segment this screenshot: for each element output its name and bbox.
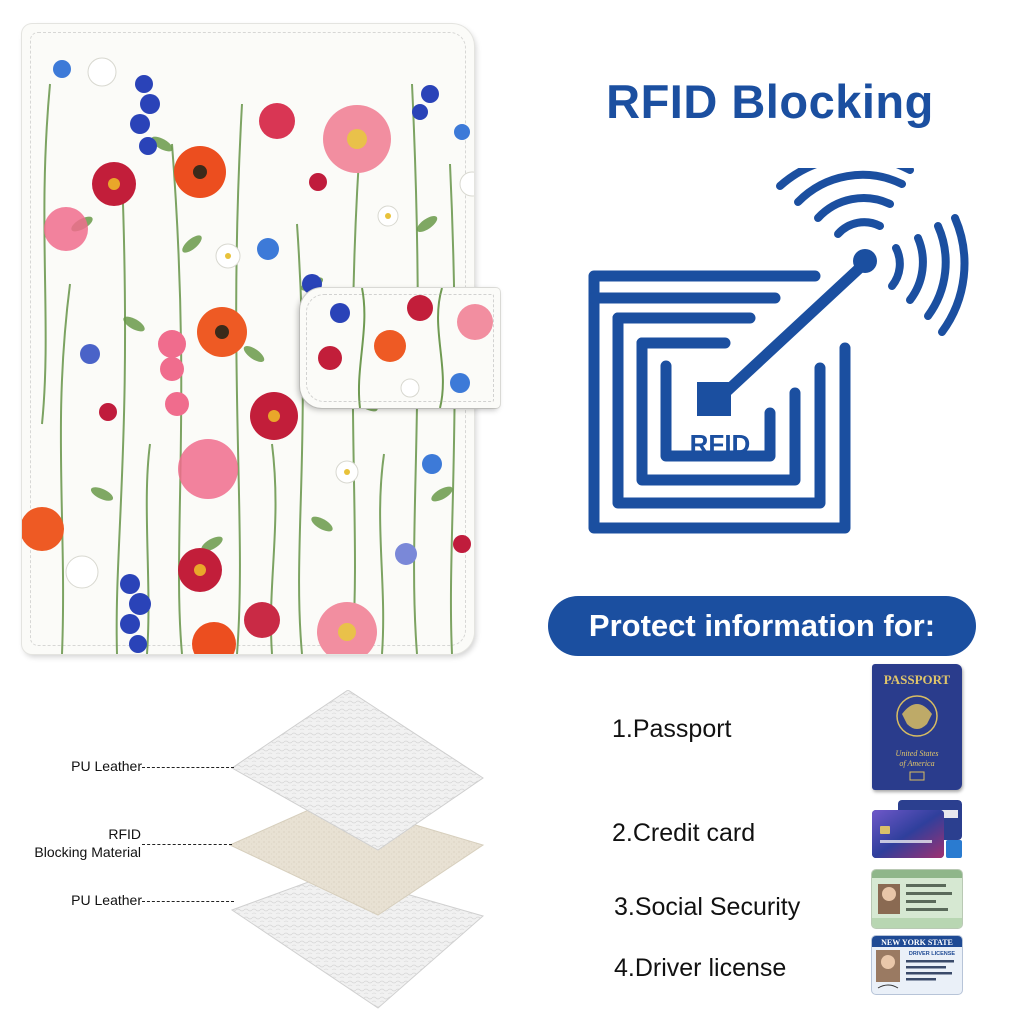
- leader-line-bottom: [142, 901, 234, 902]
- layer-label-top-leather: PU Leather: [71, 758, 142, 774]
- protect-heading: Protect information for:: [548, 596, 976, 656]
- social-security-card-icon: [872, 870, 962, 928]
- chip-square: [697, 382, 731, 416]
- driver-license-icon: NEW YORK STATE DRIVER LICENSE: [872, 936, 962, 994]
- rfid-chip-icon: RFID: [588, 168, 969, 534]
- material-layers-diagram: [228, 690, 485, 1009]
- credit-card-icon: [872, 800, 962, 860]
- top-leather-layer: [231, 690, 484, 851]
- layer-label-bottom-leather: PU Leather: [71, 892, 142, 908]
- passport-icon: PASSPORT United States of America: [872, 664, 962, 790]
- passport-thumb-country-2: of America: [899, 759, 934, 768]
- layer-label-blocking-material: Blocking Material: [34, 844, 141, 860]
- leader-line-top: [142, 767, 234, 768]
- list-item-credit-card: 2.Credit card: [612, 819, 756, 847]
- strap-floral-pattern: [318, 288, 493, 408]
- list-item-driver-license: 4.Driver license: [614, 954, 787, 982]
- page-title: RFID Blocking: [606, 75, 934, 128]
- passport-thumb-title: PASSPORT: [884, 672, 951, 687]
- passport-thumb-country-1: United States: [896, 749, 939, 758]
- license-thumb-state: NEW YORK STATE: [881, 938, 953, 947]
- rfid-badge-label: RFID: [690, 429, 751, 459]
- list-item-social-security: 3.Social Security: [614, 893, 801, 921]
- leader-line-middle: [142, 844, 232, 845]
- closure-strap: [300, 288, 500, 408]
- layer-label-rfid: RFID: [108, 826, 141, 842]
- license-thumb-kind: DRIVER LICENSE: [909, 951, 955, 957]
- list-item-passport: 1.Passport: [612, 715, 732, 743]
- bottom-leather-layer: [230, 872, 485, 1009]
- blocking-material-layer: [228, 799, 485, 916]
